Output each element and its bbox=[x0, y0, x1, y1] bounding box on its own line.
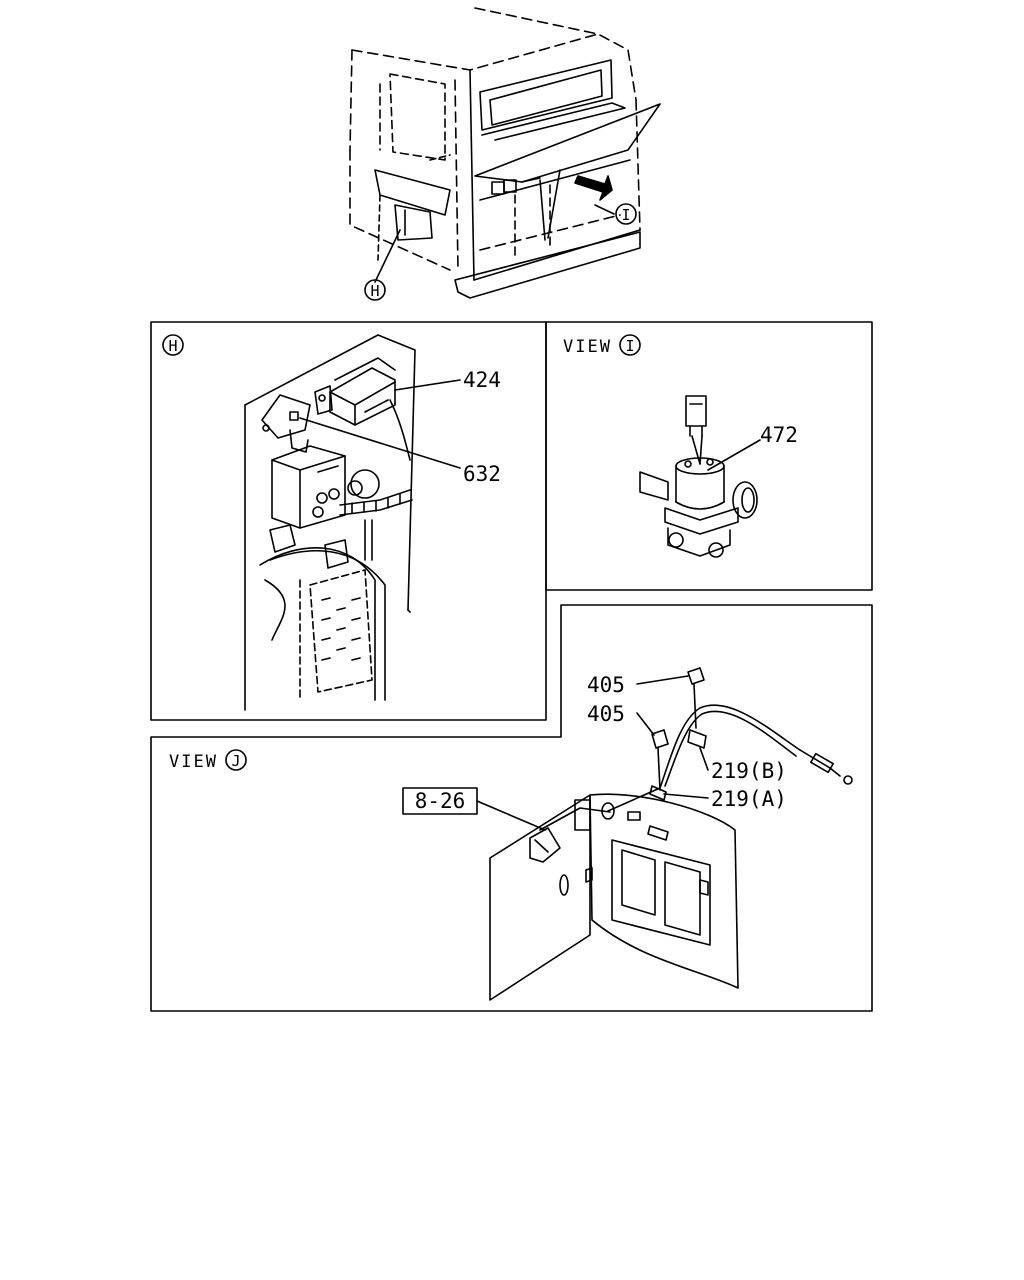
callout-h-panel bbox=[162, 334, 184, 356]
panel-j-drawing bbox=[476, 667, 853, 1001]
callout-j-panel bbox=[225, 749, 247, 771]
part-label-472: 472 bbox=[760, 423, 798, 447]
view-j-title: VIEW bbox=[169, 752, 218, 772]
ref-box-8-26-frame bbox=[402, 787, 478, 815]
cab-overview-drawing bbox=[349, 7, 661, 299]
panel-i-frame bbox=[545, 321, 873, 591]
callout-h-panel-label: H bbox=[168, 337, 177, 355]
callout-j-panel-label: J bbox=[231, 752, 240, 770]
panel-h-drawing bbox=[244, 334, 461, 711]
panel-i-drawing bbox=[639, 395, 761, 558]
callout-i-panel-label: I bbox=[625, 337, 634, 355]
part-label-219a: 219(A) bbox=[711, 787, 787, 811]
ref-box-8-26-label: 8-26 bbox=[415, 789, 466, 813]
panel-j-frame bbox=[150, 604, 873, 1012]
part-label-405-lower: 405 bbox=[587, 702, 625, 726]
part-label-405-upper: 405 bbox=[587, 673, 625, 697]
callout-i-overview bbox=[615, 203, 637, 225]
callout-i-panel bbox=[619, 334, 641, 356]
part-label-632: 632 bbox=[463, 462, 501, 486]
callout-h-overview bbox=[364, 279, 386, 301]
view-i-title: VIEW bbox=[563, 337, 612, 357]
callout-h-overview-label: H bbox=[370, 282, 379, 300]
callout-i-overview-label: I bbox=[621, 206, 630, 224]
part-label-219b: 219(B) bbox=[711, 759, 787, 783]
part-label-424: 424 bbox=[463, 368, 501, 392]
